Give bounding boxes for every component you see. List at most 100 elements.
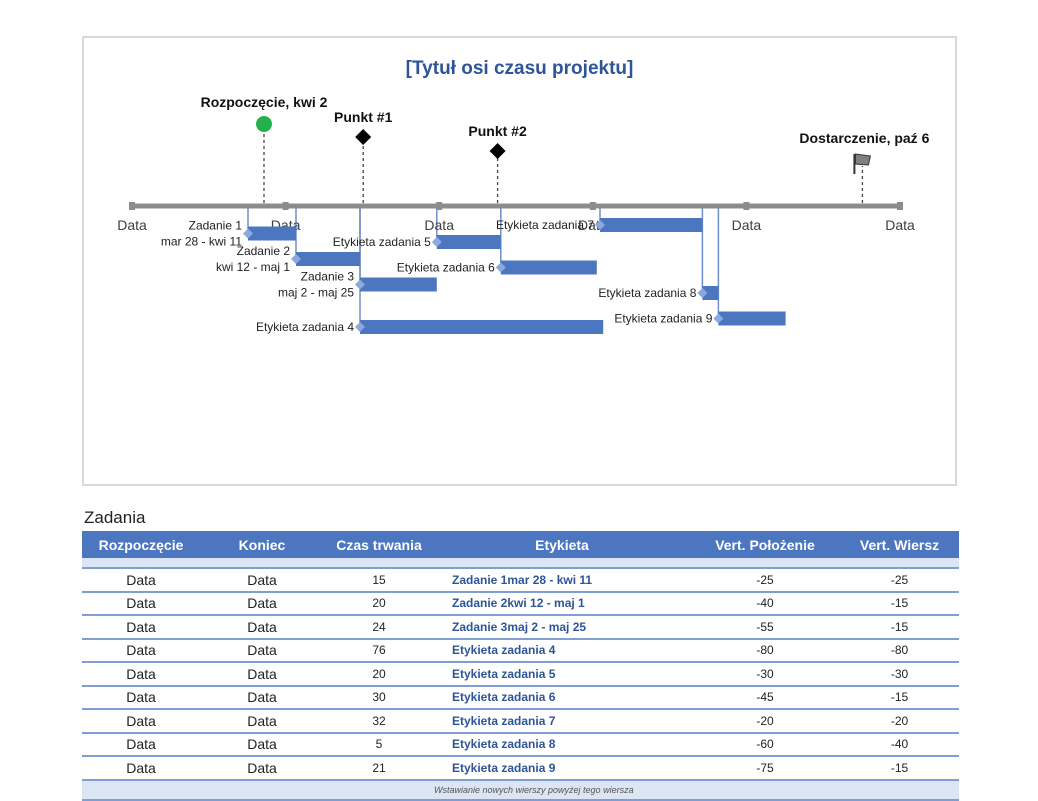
end-date-cell[interactable]: Data	[200, 662, 324, 687]
axis-tick-5	[743, 202, 750, 210]
label-cell[interactable]: Zadanie 3maj 2 - maj 25	[434, 615, 690, 640]
milestone-diamond-icon	[489, 143, 506, 159]
vert-row-cell[interactable]: -15	[840, 685, 959, 710]
task-bar-2	[296, 252, 360, 266]
label-cell[interactable]: Etykieta zadania 9	[434, 756, 690, 781]
duration-cell[interactable]: 15	[324, 568, 434, 593]
duration-cell[interactable]: 5	[324, 732, 434, 757]
end-date-cell[interactable]: Data	[200, 638, 324, 663]
axis-tick-2	[282, 202, 289, 210]
task-bar-3	[360, 277, 437, 292]
vert-row-cell[interactable]: -80	[840, 638, 959, 663]
column-header-start[interactable]: Rozpoczęcie	[82, 531, 200, 558]
milestone-label-4: Dostarczenie, paź 6	[799, 130, 929, 146]
note-filler-cell	[82, 779, 434, 801]
vert-row-cell[interactable]: -30	[840, 662, 959, 687]
end-date-cell[interactable]: Data	[200, 756, 324, 781]
column-header-label[interactable]: Etykieta	[434, 531, 690, 558]
axis-tick-3	[436, 202, 443, 210]
table-spacer-row	[82, 558, 959, 569]
end-date-cell[interactable]: Data	[200, 591, 324, 616]
task-start-diamond-7	[595, 220, 605, 230]
task-label-7: Etykieta zadania 7	[496, 218, 594, 232]
axis-date-label-1: Data	[117, 217, 147, 233]
column-header-vert-position[interactable]: Vert. Położenie	[690, 531, 840, 558]
duration-cell[interactable]: 20	[324, 591, 434, 616]
vert-row-cell[interactable]: -40	[840, 732, 959, 757]
end-date-cell[interactable]: Data	[200, 709, 324, 734]
vert-row-cell[interactable]: -15	[840, 591, 959, 616]
end-date-cell[interactable]: Data	[200, 685, 324, 710]
vert-position-cell[interactable]: -75	[690, 756, 840, 781]
start-date-cell[interactable]: Data	[82, 685, 200, 710]
start-date-cell[interactable]: Data	[82, 732, 200, 757]
start-milestone-circle-icon	[256, 116, 272, 132]
vert-position-cell[interactable]: -55	[690, 615, 840, 640]
duration-cell[interactable]: 76	[324, 638, 434, 663]
start-date-cell[interactable]: Data	[82, 709, 200, 734]
vert-position-cell[interactable]: -80	[690, 638, 840, 663]
axis-tick-6	[897, 202, 903, 210]
insert-rows-note-row: Wstawianie nowych wierszy powyżej tego w…	[82, 779, 959, 801]
vert-position-cell[interactable]: -25	[690, 568, 840, 593]
start-date-cell[interactable]: Data	[82, 638, 200, 663]
axis-date-label-3: Data	[424, 217, 454, 233]
start-date-cell[interactable]: Data	[82, 591, 200, 616]
label-cell[interactable]: Etykieta zadania 6	[434, 685, 690, 710]
label-cell[interactable]: Etykieta zadania 4	[434, 638, 690, 663]
tasks-table: Rozpoczęcie Koniec Czas trwania Etykieta…	[82, 531, 959, 801]
task-bar-9	[718, 311, 786, 326]
label-cell[interactable]: Etykieta zadania 5	[434, 662, 690, 687]
label-cell[interactable]: Zadanie 2kwi 12 - maj 1	[434, 591, 690, 616]
task-start-diamond-5	[431, 237, 442, 247]
start-date-cell[interactable]: Data	[82, 615, 200, 640]
duration-cell[interactable]: 21	[324, 756, 434, 781]
duration-cell[interactable]: 30	[324, 685, 434, 710]
axis-tick-4	[589, 202, 596, 210]
vert-row-cell[interactable]: -20	[840, 709, 959, 734]
duration-cell[interactable]: 24	[324, 615, 434, 640]
tasks-heading: Zadania	[84, 508, 146, 527]
start-date-cell[interactable]: Data	[82, 568, 200, 593]
vert-position-cell[interactable]: -40	[690, 591, 840, 616]
vert-row-cell[interactable]: -15	[840, 756, 959, 781]
chart-title: [Tytuł osi czasu projektu]	[406, 58, 634, 79]
vert-position-cell[interactable]: -20	[690, 709, 840, 734]
end-date-cell[interactable]: Data	[200, 732, 324, 757]
vert-row-cell[interactable]: -25	[840, 568, 959, 593]
task-label-1-line-1: Zadanie 1	[189, 219, 243, 233]
label-cell[interactable]: Etykieta zadania 7	[434, 709, 690, 734]
axis-date-label-6: Data	[885, 217, 915, 233]
end-date-cell[interactable]: Data	[200, 568, 324, 593]
vert-position-cell[interactable]: -45	[690, 685, 840, 710]
vert-row-cell[interactable]: -15	[840, 615, 959, 640]
task-bar-1	[248, 226, 296, 241]
vert-position-cell[interactable]: -60	[690, 732, 840, 757]
spacer-cell	[82, 558, 959, 569]
vert-position-cell[interactable]: -30	[690, 662, 840, 687]
task-label-3-line-2: maj 2 - maj 25	[278, 286, 354, 300]
column-header-vert-row[interactable]: Vert. Wiersz	[840, 531, 959, 558]
duration-cell[interactable]: 32	[324, 709, 434, 734]
end-date-cell[interactable]: Data	[200, 615, 324, 640]
start-date-cell[interactable]: Data	[82, 756, 200, 781]
label-cell[interactable]: Zadanie 1mar 28 - kwi 11	[434, 568, 690, 593]
duration-cell[interactable]: 20	[324, 662, 434, 687]
task-start-diamond-9	[713, 313, 724, 324]
insert-rows-note: Wstawianie nowych wierszy powyżej tego w…	[434, 779, 959, 801]
label-cell[interactable]: Etykieta zadania 8	[434, 732, 690, 757]
task-label-2-line-1: Zadanie 2	[237, 244, 291, 258]
column-header-end[interactable]: Koniec	[200, 531, 324, 558]
column-header-duration[interactable]: Czas trwania	[324, 531, 434, 558]
start-date-cell[interactable]: Data	[82, 662, 200, 687]
